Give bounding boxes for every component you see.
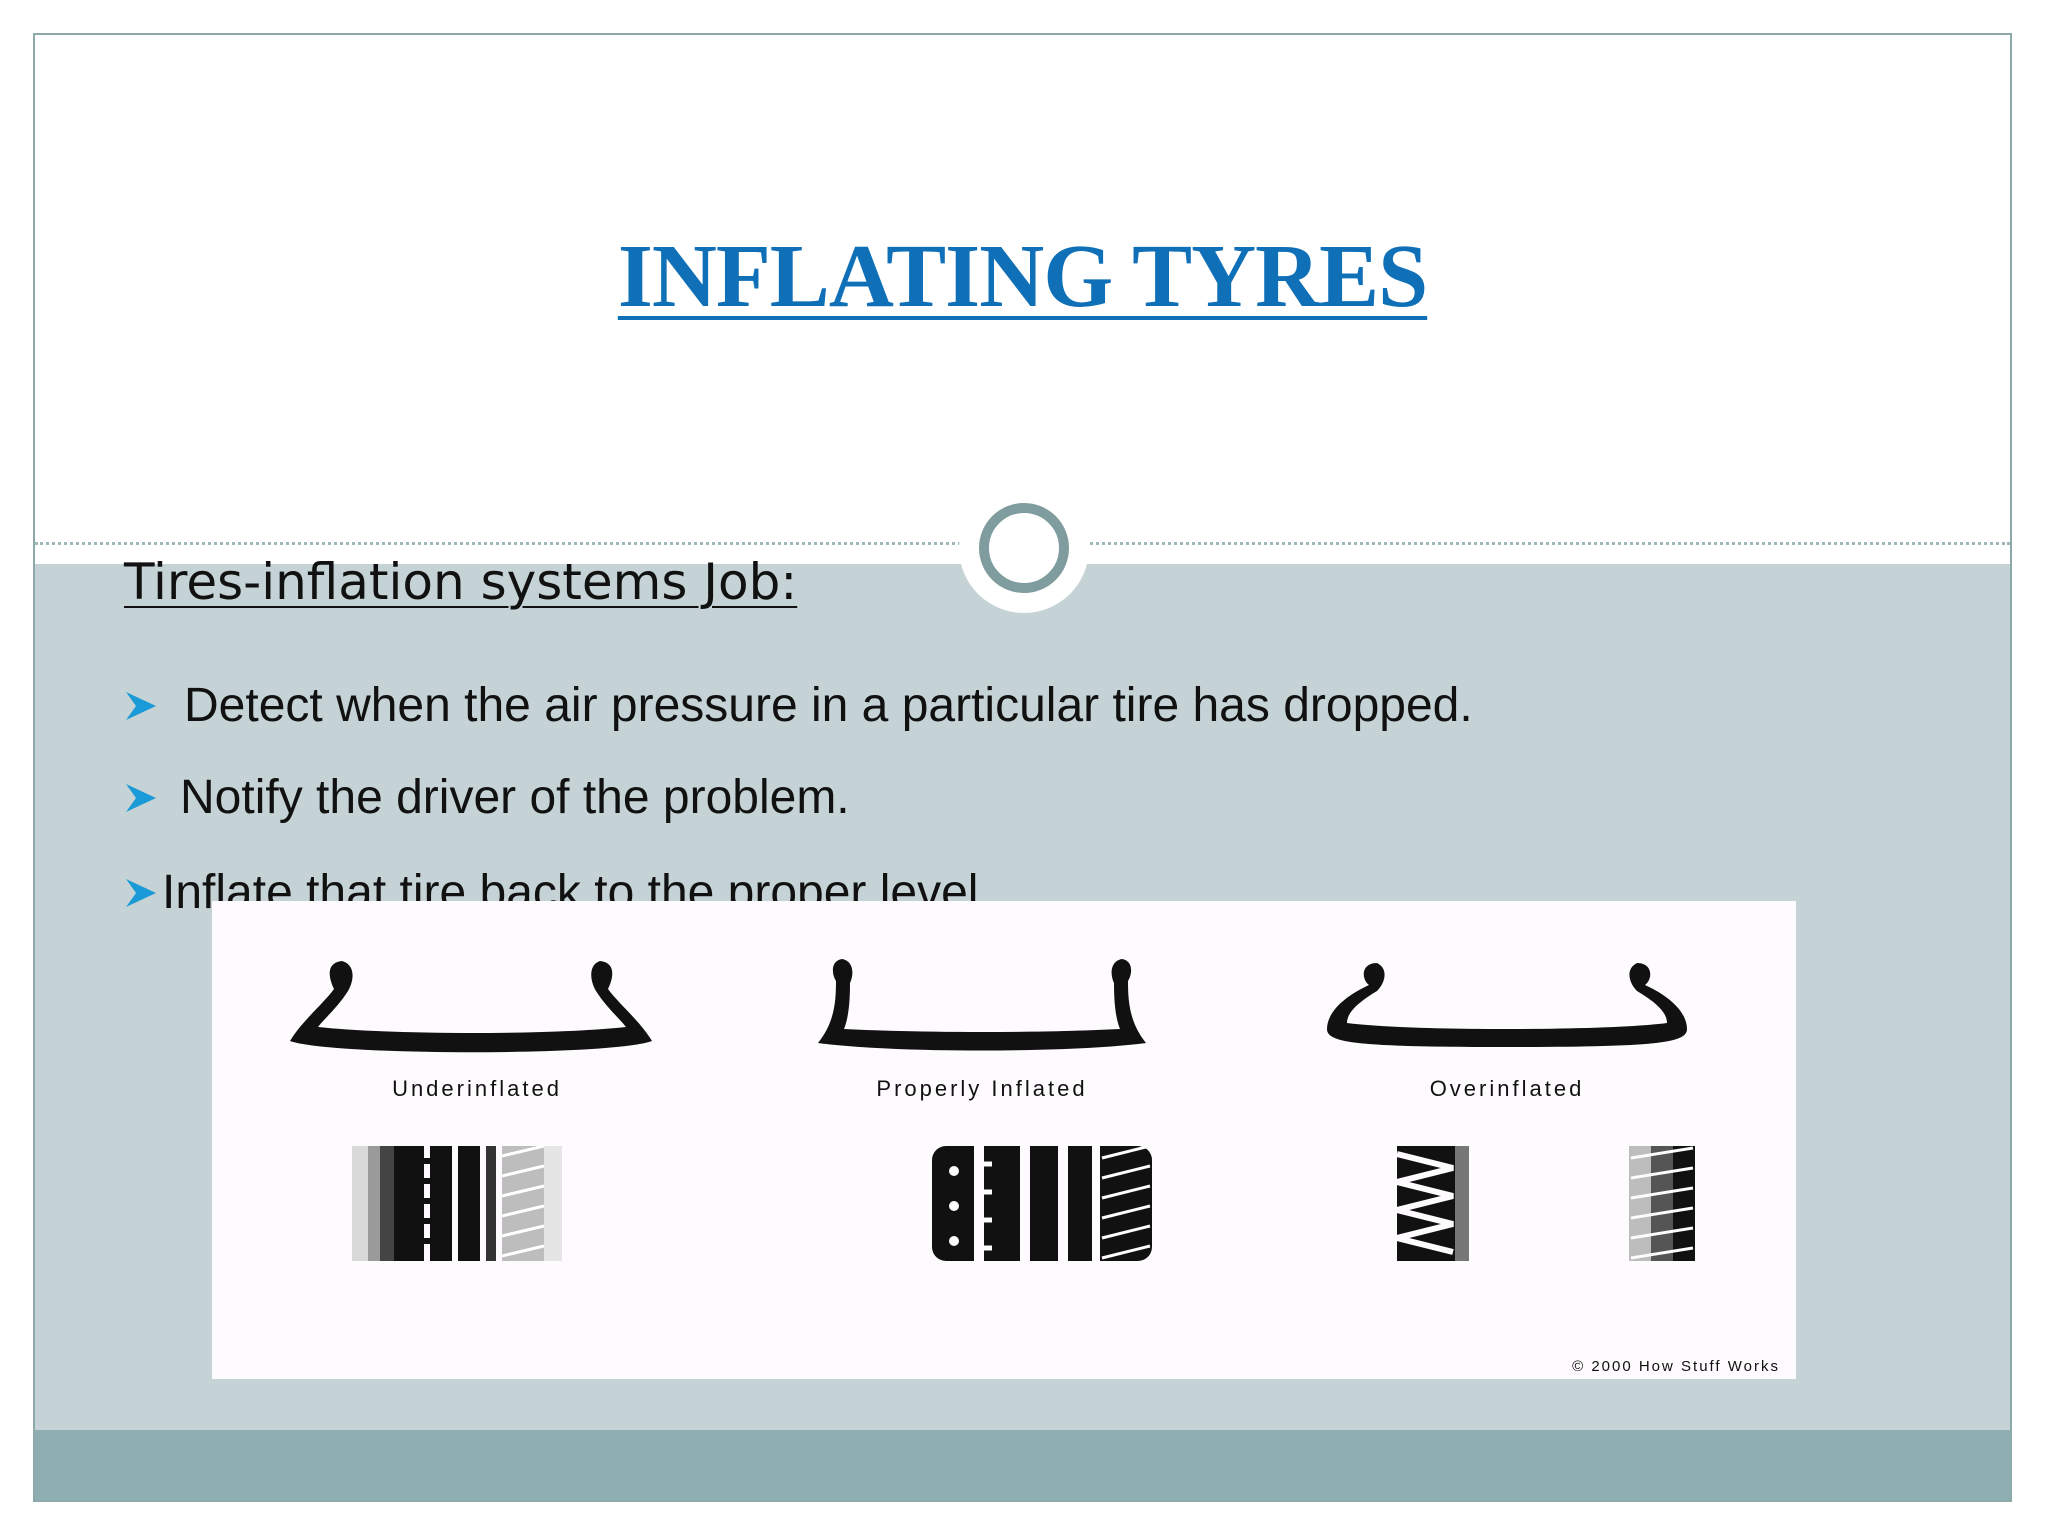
arrow-bullet-icon: [126, 691, 156, 720]
overinflated-tire-profile: [1327, 963, 1687, 1047]
properly-inflated-tire-profile: [818, 959, 1146, 1051]
figure-copyright: © 2000 How Stuff Works: [1572, 1358, 1780, 1375]
bullet-item: Notify the driver of the problem.: [124, 770, 850, 825]
tire-label-properly-inflated: Properly Inflated: [876, 1076, 1088, 1101]
arrow-bullet-icon: [126, 783, 156, 812]
bullet-item: Detect when the air pressure in a partic…: [124, 678, 1473, 733]
ring-ornament: [959, 483, 1089, 613]
arrow-bullet-icon: [126, 878, 156, 907]
ring-icon: [979, 503, 1069, 593]
tire-inflation-figure: Underinflated Properly Inflated Overinfl…: [212, 901, 1796, 1379]
underinflated-tire-profile: [290, 961, 652, 1053]
overinflated-tread-icon: [1397, 1146, 1695, 1261]
bullet-text: Notify the driver of the problem.: [180, 771, 850, 824]
underinflated-tread-icon: [352, 1146, 562, 1261]
slide-title: INFLATING TYRES: [617, 227, 1428, 326]
tire-label-underinflated: Underinflated: [392, 1076, 562, 1101]
tire-label-overinflated: Overinflated: [1429, 1076, 1585, 1101]
properly-inflated-tread-icon: [932, 1146, 1152, 1261]
bullet-text: Detect when the air pressure in a partic…: [184, 679, 1473, 732]
footer-band: [35, 1430, 2010, 1500]
subheading: Tires-inflation systems Job:: [124, 553, 798, 611]
